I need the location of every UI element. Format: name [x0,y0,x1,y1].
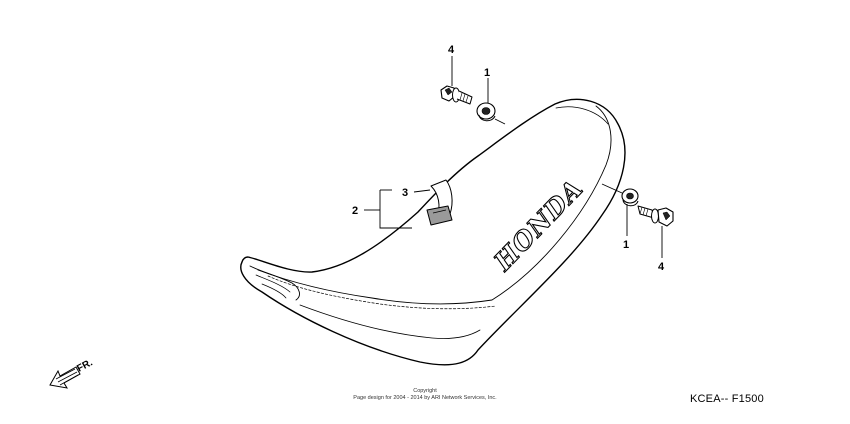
callout-collar-right: 1 [623,239,629,251]
copyright-notice: Copyright Page design for 2004 - 2014 by… [300,388,550,401]
diagram-code: KCEA-- F1500 [690,393,764,405]
callout-bolt-right: 4 [658,261,665,273]
front-direction-arrow: FR. [49,357,95,389]
bolt-top[interactable] [440,85,473,105]
seat[interactable] [240,98,626,366]
copyright-line-1: Copyright [413,388,437,394]
callout-bolt-top: 4 [448,44,455,56]
callout-collar-top: 1 [484,67,490,79]
copyright-line-2: Page design for 2004 - 2014 by ARI Netwo… [353,394,497,401]
leader-lines [364,56,663,258]
front-label: FR. [75,357,95,374]
collar-top[interactable] [476,102,496,122]
callout-bracket: 3 [402,187,408,199]
bolt-right[interactable] [637,205,674,227]
seat-bracket[interactable] [426,179,453,226]
callout-seat: 2 [352,205,358,217]
seat-logo: HONDA [488,174,589,277]
collar-right[interactable] [621,188,639,207]
